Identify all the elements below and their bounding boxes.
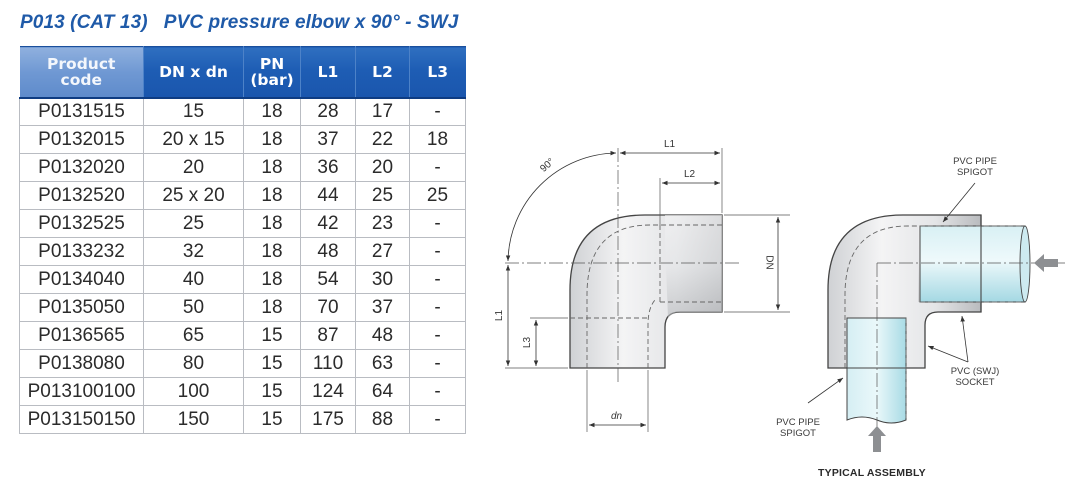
- header-l2: L2: [355, 46, 410, 99]
- cell-product-code: P0134040: [19, 265, 144, 294]
- page-title: P013 (CAT 13) PVC pressure elbow x 90° -…: [20, 12, 459, 33]
- cell-l1: 54: [300, 265, 356, 294]
- callout-line: SPIGOT: [957, 167, 993, 178]
- cell-l2: 63: [355, 349, 410, 378]
- cell-l2: 88: [355, 405, 410, 434]
- cell-l3: -: [409, 405, 466, 434]
- dim-label-l1-side: L1: [494, 309, 506, 322]
- cell-pn: 15: [243, 405, 301, 434]
- cell-l1: 110: [300, 349, 356, 378]
- product-spec-table: Product code DN x dn PN (bar) L1 L2 L3 P…: [19, 46, 466, 434]
- cell-pn: 15: [243, 321, 301, 350]
- header-label: L1: [317, 62, 339, 81]
- cell-dn-x-dn: 25 x 20: [143, 181, 244, 210]
- header-label: DN x dn: [159, 62, 228, 81]
- dim-label-l1-top: L1: [664, 139, 676, 150]
- header-l1: L1: [300, 46, 356, 99]
- cell-l2: 20: [355, 153, 410, 182]
- cell-l1: 48: [300, 237, 356, 266]
- flow-arrow-icon: [868, 426, 886, 452]
- assembly-caption: TYPICAL ASSEMBLY: [818, 467, 926, 479]
- dim-label-l2: L2: [684, 169, 696, 180]
- cell-dn-x-dn: 40: [143, 265, 244, 294]
- header-label: L2: [372, 62, 393, 81]
- callout-line: PVC (SWJ): [950, 366, 1000, 377]
- header-label: Product: [47, 54, 116, 73]
- header-label: code: [60, 70, 102, 89]
- cell-l1: 36: [300, 153, 356, 182]
- cell-pn: 18: [243, 125, 301, 154]
- header-dn-x-dn: DN x dn: [143, 46, 244, 99]
- cell-product-code: P0132520: [19, 181, 144, 210]
- header-label: L3: [427, 62, 449, 81]
- header-label: PN: [259, 54, 285, 73]
- cell-dn-x-dn: 20: [143, 153, 244, 182]
- cell-l2: 30: [355, 265, 410, 294]
- cell-pn: 18: [243, 209, 301, 238]
- callout-swj-socket: PVC (SWJ) SOCKET: [943, 366, 1007, 388]
- header-label: (bar): [250, 70, 294, 89]
- callout-line: PVC PIPE: [953, 156, 997, 167]
- cell-l1: 70: [300, 293, 356, 322]
- callout-pipe-spigot-bottom: PVC PIPE SPIGOT: [768, 417, 828, 439]
- cell-pn: 18: [243, 153, 301, 182]
- dim-label-dn: DN: [763, 255, 775, 270]
- table-header-row: Product code DN x dn PN (bar) L1 L2 L3: [19, 46, 466, 99]
- cell-l1: 28: [300, 97, 356, 126]
- callout-line: SPIGOT: [780, 428, 816, 439]
- cell-l3: -: [409, 209, 466, 238]
- callout-line: PVC PIPE: [776, 417, 820, 428]
- cell-l3: 25: [409, 181, 466, 210]
- cell-l2: 23: [355, 209, 410, 238]
- header-product-code: Product code: [19, 46, 144, 99]
- cell-product-code: P0132525: [19, 209, 144, 238]
- cell-l3: -: [409, 237, 466, 266]
- cell-product-code: P013150150: [19, 405, 144, 434]
- cell-pn: 18: [243, 97, 301, 126]
- flow-arrow-icon: [1034, 254, 1058, 272]
- cell-l3: -: [409, 153, 466, 182]
- cell-product-code: P013100100: [19, 377, 144, 406]
- cell-l3: -: [409, 265, 466, 294]
- cell-pn: 15: [243, 377, 301, 406]
- cell-l2: 48: [355, 321, 410, 350]
- cell-l1: 87: [300, 321, 356, 350]
- cell-product-code: P0133232: [19, 237, 144, 266]
- cell-l1: 37: [300, 125, 356, 154]
- cell-l1: 124: [300, 377, 356, 406]
- cell-product-code: P0136565: [19, 321, 144, 350]
- cell-l3: -: [409, 321, 466, 350]
- typical-assembly-drawing: [807, 182, 1065, 452]
- cell-l2: 64: [355, 377, 410, 406]
- cell-dn-x-dn: 15: [143, 97, 244, 126]
- cell-dn-x-dn: 80: [143, 349, 244, 378]
- header-l3: L3: [409, 46, 466, 99]
- cell-l3: -: [409, 377, 466, 406]
- dim-label-dn-small: dn: [611, 411, 623, 422]
- cell-dn-x-dn: 150: [143, 405, 244, 434]
- cell-l3: -: [409, 349, 466, 378]
- dim-label-l3: L3: [522, 336, 534, 349]
- cell-l2: 27: [355, 237, 410, 266]
- cell-l1: 175: [300, 405, 356, 434]
- elbow-dimension-drawing: [505, 148, 790, 432]
- cell-product-code: P0138080: [19, 349, 144, 378]
- header-pn-bar: PN (bar): [243, 46, 301, 99]
- callout-pipe-spigot-top: PVC PIPE SPIGOT: [945, 156, 1005, 178]
- callout-line: SOCKET: [955, 377, 995, 388]
- cell-dn-x-dn: 32: [143, 237, 244, 266]
